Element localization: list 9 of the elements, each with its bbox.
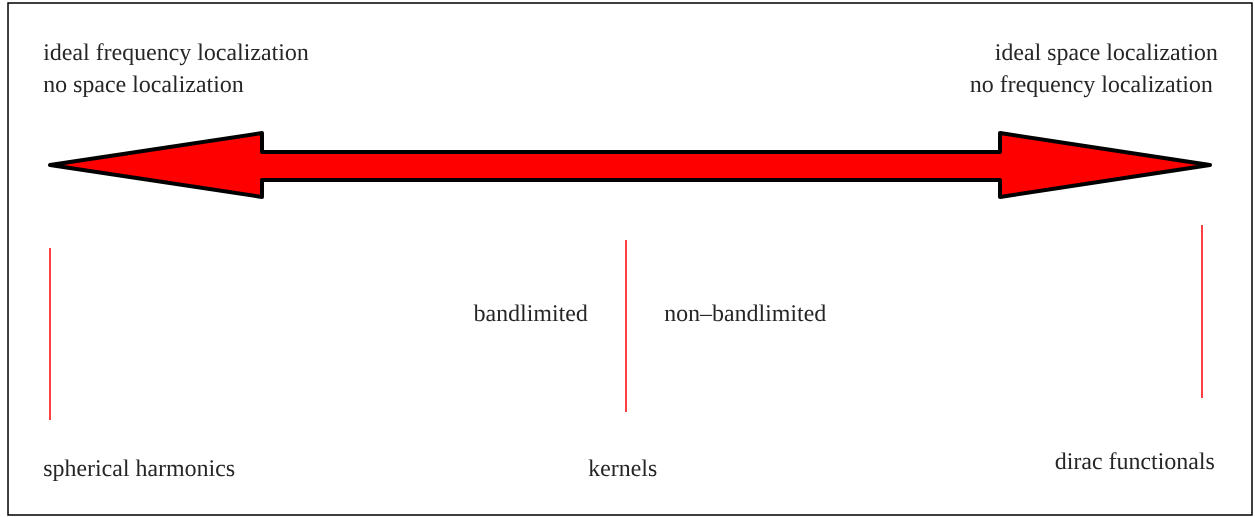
text-label: no space localization: [43, 75, 244, 98]
text-label: ideal space localization: [995, 43, 1218, 66]
text-label: bandlimited: [473, 304, 588, 322]
text-label: no frequency localization: [970, 75, 1213, 98]
text-label: ideal frequency localization: [43, 43, 309, 66]
text-label: dirac functionals: [1055, 452, 1214, 470]
text-label: spherical harmonics: [44, 459, 235, 482]
text-label: kernels: [588, 459, 657, 477]
text-label: non–bandlimited: [664, 304, 826, 322]
